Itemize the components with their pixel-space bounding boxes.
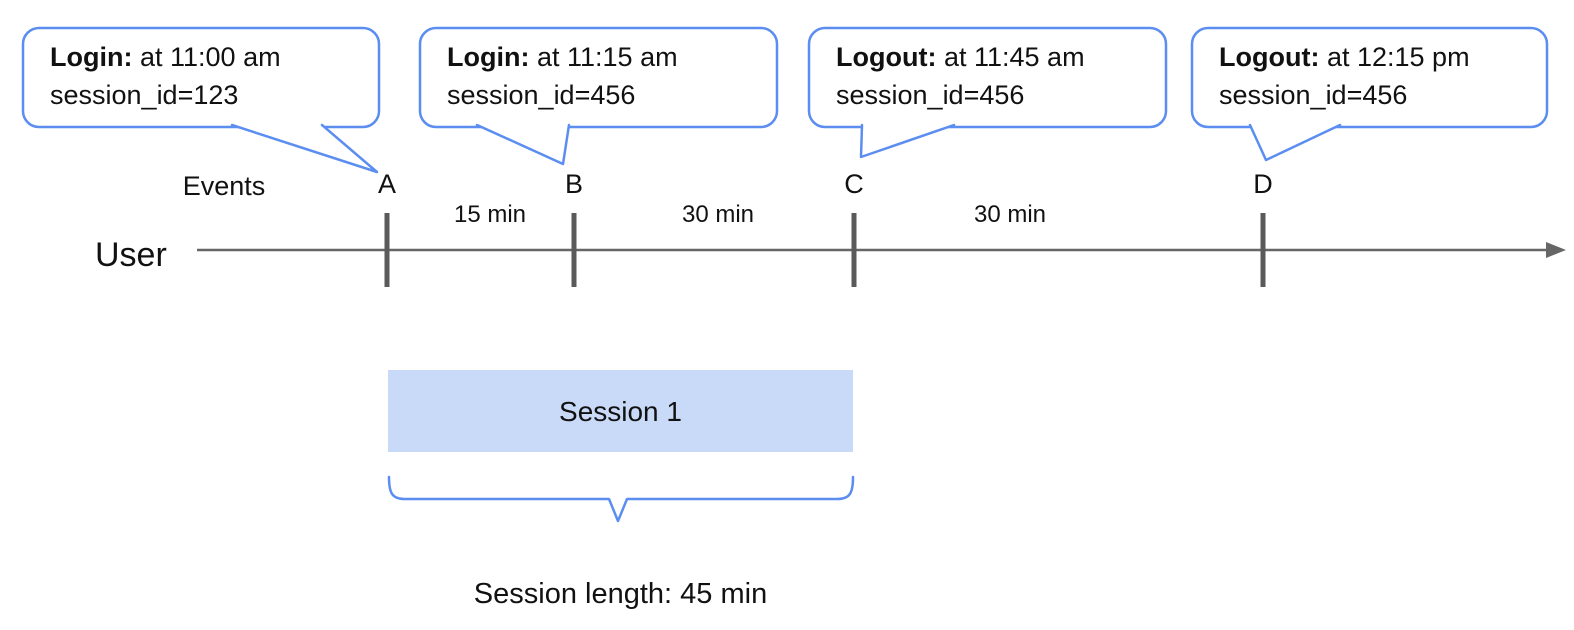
callout-tail-d [1248,123,1342,162]
callout-tail-b [475,123,571,166]
session-brace [387,475,855,523]
callout-1-line-1: Login: at 11:00 am [50,38,281,76]
interval-label-b-c: 30 min [681,201,755,228]
callout-text-3: Logout: at 11:45 am session_id=456 [836,38,1085,114]
events-label: Events [182,171,266,201]
callout-4-event-type: Logout: [1219,42,1320,72]
callout-bubble-logout-1145 [807,26,1168,129]
session-length-label: Session length: 45 min [473,578,768,610]
callout-tail-a [230,123,379,174]
callout-2-session-id: session_id=456 [447,80,636,110]
callout-3-time: at 11:45 am [943,42,1085,72]
callout-1-time: at 11:00 am [139,42,281,72]
callout-1-event-type: Login: [50,42,133,72]
timeline-arrowhead-icon [1546,242,1566,258]
user-axis-label: User [95,236,167,274]
event-marker-d: D [1253,169,1273,199]
callout-4-time: at 12:15 pm [1326,42,1470,72]
callout-bubble-login-1115 [418,26,779,129]
interval-label-c-d: 30 min [973,201,1047,228]
callout-text-1: Login: at 11:00 am session_id=123 [50,38,281,114]
interval-label-a-b: 15 min [453,201,527,228]
event-marker-a: A [377,169,397,199]
event-marker-c: C [844,169,864,199]
callout-text-4: Logout: at 12:15 pm session_id=456 [1219,38,1470,114]
event-marker-b: B [564,169,584,199]
callout-bubble-logout-1215 [1190,26,1549,129]
callout-3-line-1: Logout: at 11:45 am [836,38,1085,76]
callout-tail-c [859,123,956,159]
callout-bubble-login-1100 [21,26,381,129]
callout-4-session-id: session_id=456 [1219,80,1408,110]
callout-2-time: at 11:15 am [536,42,678,72]
callout-3-session-id: session_id=456 [836,80,1025,110]
callout-4-line-1: Logout: at 12:15 pm [1219,38,1470,76]
callout-2-event-type: Login: [447,42,530,72]
callout-2-line-1: Login: at 11:15 am [447,38,678,76]
callout-text-2: Login: at 11:15 am session_id=456 [447,38,678,114]
session-box-label: Session 1 [559,396,682,427]
callout-3-event-type: Logout: [836,42,937,72]
callout-1-session-id: session_id=123 [50,80,239,110]
session-box [388,370,853,452]
